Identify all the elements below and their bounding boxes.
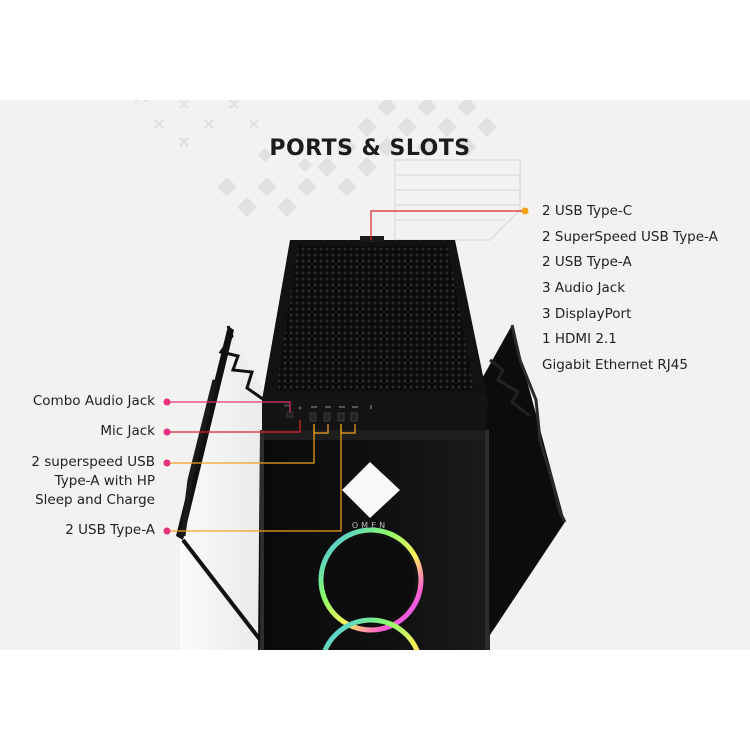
front-io-panel (262, 398, 488, 430)
page-title: PORTS & SLOTS (269, 136, 471, 161)
rear-ports-list: 2 USB Type-C 2 SuperSpeed USB Type-A 2 U… (542, 200, 718, 380)
superspeed-usb-line: Type-A with HP (54, 473, 155, 489)
right-side-panel (470, 324, 567, 650)
left-side-panel (176, 325, 271, 650)
list-item: 2 USB Type-C (542, 203, 633, 219)
front-glass-panel (258, 430, 490, 650)
omen-diamond-logo-icon (342, 462, 400, 518)
gaming-desktop-illustration: OMEN (163, 207, 567, 650)
front-ports-leaders (163, 398, 356, 535)
case-top (262, 236, 488, 400)
list-item: 1 HDMI 2.1 (542, 331, 617, 348)
list-item: Gigabit Ethernet RJ45 (542, 357, 688, 374)
list-item: 2 USB Type-A (542, 254, 632, 271)
usb-type-a-label: 2 USB Type-A (65, 522, 155, 538)
combo-audio-jack-label: Combo Audio Jack (32, 393, 155, 409)
superspeed-usb-line: Sleep and Charge (35, 492, 155, 508)
list-item: 3 DisplayPort (542, 305, 632, 322)
list-item: 3 Audio Jack (542, 280, 626, 297)
superspeed-usb-label: 2 superspeed USB Type-A with HP Sleep an… (31, 453, 155, 510)
rear-ports-leader (370, 207, 529, 240)
superspeed-usb-line: 2 superspeed USB (31, 454, 155, 470)
brand-wordmark: OMEN (352, 521, 388, 530)
list-item: 2 SuperSpeed USB Type-A (542, 228, 718, 245)
mic-jack-label: Mic Jack (100, 423, 155, 439)
checker-pattern-decoration (134, 100, 521, 241)
rgb-fan-ring-icon (318, 527, 424, 633)
